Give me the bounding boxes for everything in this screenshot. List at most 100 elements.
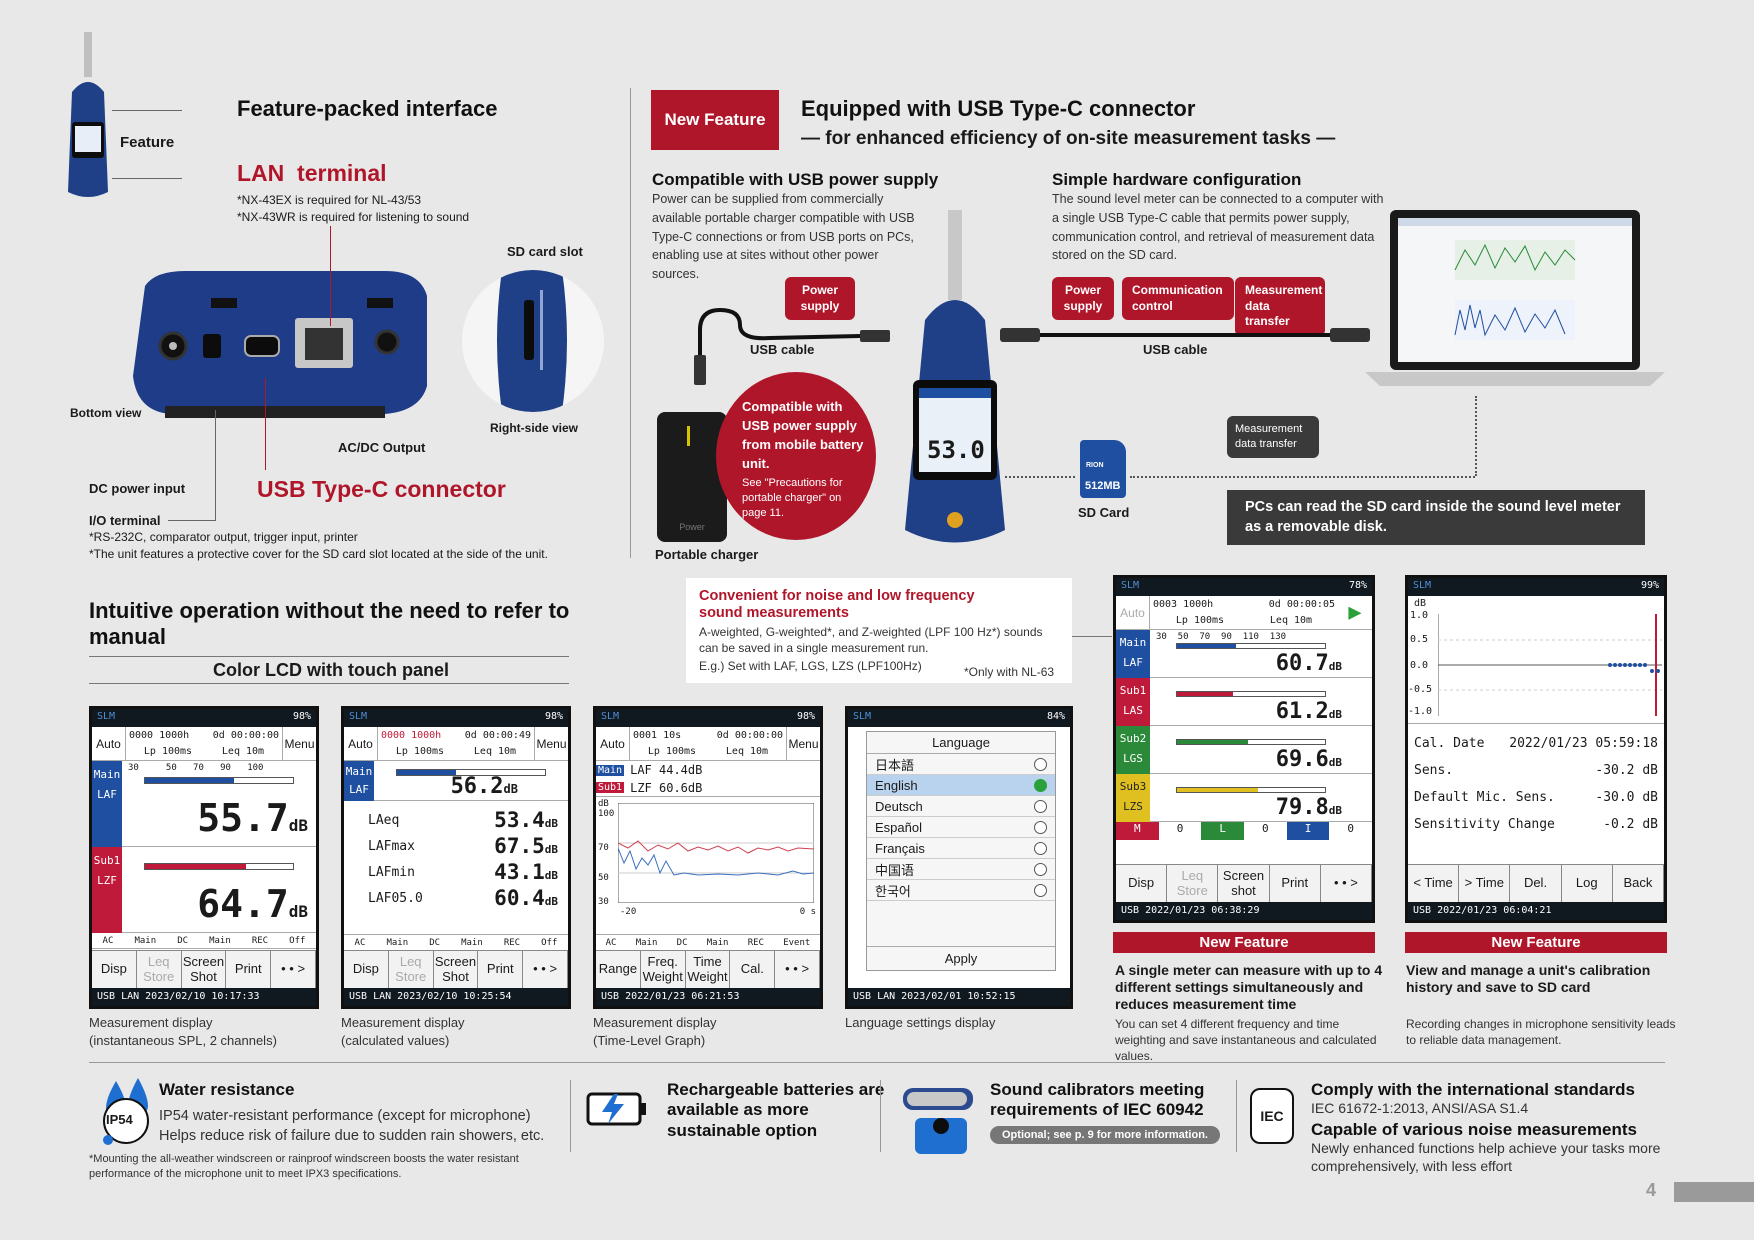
language-option-espanol[interactable]: Español xyxy=(867,817,1055,838)
graph-y-100: 100 xyxy=(598,809,615,819)
io-note-2: *The unit features a protective cover fo… xyxy=(89,547,548,561)
footer-divider xyxy=(89,1062,1665,1063)
status-footer: USB 2022/01/23 06:04:21 xyxy=(1408,902,1664,920)
play-icon[interactable]: ▶ xyxy=(1348,600,1362,625)
battery-title: Rechargeable batteries are available as … xyxy=(667,1080,885,1140)
time-weight-button[interactable]: Time Weight xyxy=(685,951,731,988)
menu-button[interactable]: Menu xyxy=(282,727,316,760)
new-feature-bar-1: New Feature xyxy=(1113,932,1375,953)
auto-button[interactable]: Auto xyxy=(1116,596,1150,629)
low-frequency-title: Convenient for noise and low frequency s… xyxy=(699,588,975,622)
cal-button[interactable]: Cal. xyxy=(730,951,776,988)
more-button[interactable]: • • > xyxy=(271,951,316,988)
device-right-side-view xyxy=(462,270,604,412)
usb-cable-left-label: USB cable xyxy=(750,342,815,357)
screen-shot-button[interactable]: Screen Shot xyxy=(181,951,227,988)
language-option-chinese[interactable]: 中国语 xyxy=(867,859,1055,880)
language-option-francais[interactable]: Français xyxy=(867,838,1055,859)
graph-y-50: 50 xyxy=(598,873,609,883)
main-value: 60.7 xyxy=(1275,651,1329,676)
counter: 0003 1000h xyxy=(1153,599,1214,610)
tag-power-supply-left: Power supply xyxy=(785,277,855,321)
menu-button[interactable]: Menu xyxy=(534,727,568,760)
more-button[interactable]: • • > xyxy=(775,951,820,988)
lp-setting: Lp 100ms xyxy=(143,746,193,757)
calibration-graph xyxy=(1438,614,1662,716)
graph-y-70: 70 xyxy=(598,843,609,853)
apply-button[interactable]: Apply xyxy=(867,946,1055,970)
freq-weight-button[interactable]: Freq. Weight xyxy=(640,951,686,988)
main-value: 55.7 xyxy=(197,796,289,840)
sd-card-label: SD Card xyxy=(1078,505,1130,520)
auto-button[interactable]: Auto xyxy=(596,727,630,760)
ip54-badge-icon: IP54 xyxy=(96,1076,158,1146)
lan-note-2: *NX-43WR is required for listening to so… xyxy=(237,210,470,224)
iec-icon-text: IEC xyxy=(1260,1108,1284,1124)
screen-shot-button[interactable]: Screen Shot xyxy=(433,951,479,988)
status-event: Event xyxy=(783,937,811,948)
range-button[interactable]: Range xyxy=(596,951,641,988)
language-option-deutsch[interactable]: Deutsch xyxy=(867,796,1055,817)
status-main: Main xyxy=(134,935,157,946)
usb-cable-left-drawing xyxy=(694,307,890,385)
usb-cable-right-label: USB cable xyxy=(1143,342,1208,357)
sound-calibrator-icon xyxy=(897,1078,981,1158)
disp-button[interactable]: Disp xyxy=(92,951,137,988)
calibration-text: Recording changes in microphone sensitiv… xyxy=(1406,1017,1676,1048)
language-option-japanese[interactable]: 日本語 xyxy=(867,754,1055,775)
print-button[interactable]: Print xyxy=(226,951,272,988)
status-main: Main xyxy=(386,937,409,948)
cmp-i: I xyxy=(1286,822,1330,840)
capable-title: Capable of various noise measurements xyxy=(1311,1120,1637,1139)
multi-channel-heading: A single meter can measure with up to 4 … xyxy=(1115,962,1383,1012)
auto-button[interactable]: Auto xyxy=(344,727,378,760)
auto-button[interactable]: Auto xyxy=(92,727,126,760)
elapsed-time: 0d 00:00:49 xyxy=(464,730,531,741)
main-level-bar xyxy=(396,769,546,776)
status-main-2: Main xyxy=(706,937,729,948)
print-button[interactable]: Print xyxy=(478,951,524,988)
disp-button[interactable]: Disp xyxy=(344,951,389,988)
more-button[interactable]: • • > xyxy=(1320,865,1372,902)
menu-button[interactable]: Menu xyxy=(786,727,820,760)
cal-y-m1: -1.0 xyxy=(1408,706,1433,717)
prev-time-button[interactable]: < Time xyxy=(1408,865,1460,902)
sens-change-value: -0.2 dB xyxy=(1603,817,1658,832)
cal-y-m05: -0.5 xyxy=(1408,684,1433,695)
screen-shot-button[interactable]: Screen shot xyxy=(1218,865,1270,902)
status-rec: REC xyxy=(503,937,521,948)
leq-store-button[interactable]: Leq Store xyxy=(388,951,434,988)
language-option-english[interactable]: English xyxy=(867,775,1055,796)
disp-button[interactable]: Disp xyxy=(1116,865,1168,902)
battery-level: 98% xyxy=(544,711,563,722)
lzf-label: LZF xyxy=(97,874,117,887)
delete-button[interactable]: Del. xyxy=(1510,865,1562,902)
status-ac: AC xyxy=(354,937,366,948)
language-option-korean[interactable]: 한국어 xyxy=(867,880,1055,901)
main-value: 56.2 xyxy=(450,774,504,799)
sub1-unit: dB xyxy=(1328,708,1342,721)
sub1-channel-label: Sub1 xyxy=(1119,684,1147,697)
more-button[interactable]: • • > xyxy=(523,951,568,988)
feature-line-top xyxy=(112,110,182,111)
leq-store-button[interactable]: Leq Store xyxy=(1167,865,1219,902)
print-button[interactable]: Print xyxy=(1269,865,1321,902)
main-scale: 30 50 70 90 110 130 xyxy=(1156,632,1287,642)
pc-dotted-line-v xyxy=(1475,396,1477,476)
next-time-button[interactable]: > Time xyxy=(1459,865,1511,902)
intuitive-rule-2 xyxy=(89,683,569,684)
io-leader-vertical xyxy=(215,410,216,520)
low-frequency-note: *Only with NL-63 xyxy=(964,665,1055,679)
cal-y-1: 1.0 xyxy=(1410,610,1429,621)
lafmin-label: LAFmin xyxy=(368,864,415,880)
sd-brand-label: RION xyxy=(1086,462,1104,469)
log-button[interactable]: Log xyxy=(1561,865,1613,902)
status-main-2: Main xyxy=(209,935,231,946)
cal-date-value: 2022/01/23 05:59:18 xyxy=(1509,736,1658,751)
back-button[interactable]: Back xyxy=(1612,865,1664,902)
page-tab xyxy=(1674,1182,1754,1202)
status-off: Off xyxy=(541,937,558,948)
leq-store-button[interactable]: Leq Store xyxy=(136,951,182,988)
